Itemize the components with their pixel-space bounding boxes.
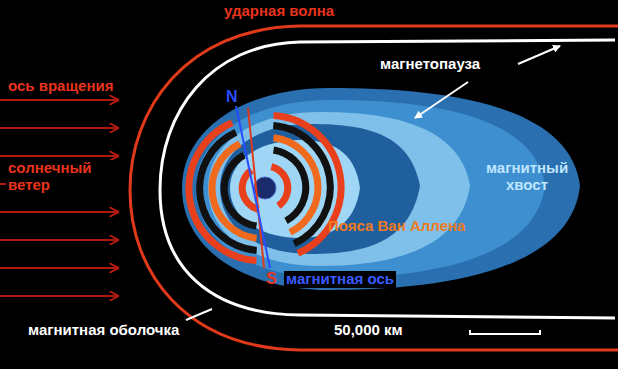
south-pole-label: S <box>264 270 279 288</box>
magnetopause-line <box>160 40 615 318</box>
scale-bar <box>469 330 471 335</box>
rotation-axis-label: ось вращения <box>6 78 115 95</box>
van-allen-belts-label: Пояса Ван Аллена <box>326 218 467 235</box>
magnetosheath-label: магнитная оболочка <box>26 322 181 339</box>
scale-bar <box>539 330 541 335</box>
solar-wind-arrows <box>0 100 118 296</box>
north-pole-label: N <box>224 88 240 106</box>
leader-line <box>415 82 468 118</box>
magnetopause-label: магнетопауза <box>378 56 482 73</box>
bow-shock <box>130 26 618 350</box>
bow-shock-label: ударная волна <box>222 3 336 20</box>
magnetic-tail-label: магнитный хвост <box>470 160 584 193</box>
magnetic-axis <box>236 106 270 268</box>
van-allen-belts <box>178 106 352 270</box>
solar-wind-label: солнечный ветер <box>6 160 120 193</box>
leader-line <box>518 46 560 64</box>
scale-label: 50,000 км <box>332 322 405 339</box>
scale-bar <box>470 333 540 335</box>
leader-line <box>186 309 212 320</box>
magnetic-axis-label: магнитная ось <box>284 271 396 288</box>
rotation-axis <box>248 108 264 268</box>
